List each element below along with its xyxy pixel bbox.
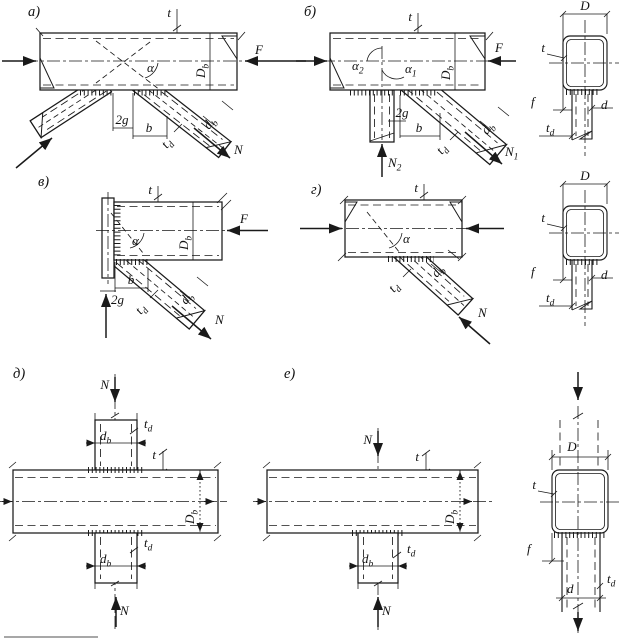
dim-2g-label: 2g — [396, 105, 410, 120]
dim-t-label: t — [148, 182, 152, 197]
angle-alpha-label: α — [132, 233, 140, 248]
dim-td-label: td — [158, 135, 178, 153]
force-N-arrow — [458, 316, 491, 345]
angle-alpha1-label: α1 — [405, 61, 417, 80]
dim-t-label: t — [414, 180, 418, 195]
dim-t-label: t — [541, 40, 545, 55]
section-chord-outline — [551, 469, 609, 534]
dim-t-label: t — [152, 447, 156, 462]
force-F-label: F — [494, 40, 504, 55]
panel-d-bottom-member — [94, 532, 138, 589]
force-N-label: N — [99, 377, 110, 392]
panel-g-y-joint: г) α N t td — [300, 180, 504, 345]
panel-a-label: а) — [28, 4, 40, 20]
panel-a-chord — [39, 32, 238, 91]
dim-td-label: td — [144, 416, 153, 435]
dim-D-label: D — [579, 0, 590, 13]
panel-b-chord — [329, 32, 486, 91]
panel-e-label: е) — [284, 366, 295, 382]
force-F-label: F — [239, 211, 249, 226]
panel-b-label: б) — [304, 4, 316, 20]
section-bottom: D t f d td — [527, 372, 620, 633]
dim-d-label: d — [601, 267, 608, 282]
dim-f-label: f — [527, 541, 533, 556]
dim-Db-label: Db — [193, 64, 212, 79]
force-N-label: N — [362, 432, 373, 447]
dim-Db-label: Db — [442, 510, 461, 525]
force-N-label: N — [214, 312, 225, 327]
dim-Db-label: Db — [438, 66, 457, 81]
angle-alpha2-label: α2 — [352, 58, 364, 77]
force-N-label: N — [477, 305, 488, 320]
force-N2-label: N2 — [387, 155, 402, 174]
panel-a-k-joint: а) α — [2, 4, 308, 169]
dim-b-label: b — [416, 120, 423, 135]
dim-td-label: td — [385, 279, 405, 297]
panel-e-bottom-member — [357, 532, 399, 589]
dim-t-label: t — [541, 210, 545, 225]
dim-db-label: db — [100, 428, 112, 447]
dim-b-label: b — [128, 272, 135, 287]
force-F-label: F — [254, 42, 264, 57]
dim-D-label: D — [566, 439, 577, 454]
dim-f-label: f — [531, 94, 537, 109]
dim-td-label: td — [407, 541, 416, 560]
panel-v-end-joint: в) α F N t — [38, 174, 268, 340]
dim-Db-label: Db — [182, 510, 201, 525]
panel-v-chord — [113, 201, 223, 261]
angle-alpha-label: α — [147, 60, 155, 75]
force-N-label: N — [233, 142, 244, 157]
force-N-label: N — [381, 603, 392, 618]
force-N-arrow — [171, 305, 212, 340]
panel-e-t-joint: е) N t Db — [253, 366, 492, 630]
dim-td-label: td — [144, 535, 153, 554]
panel-d-x-joint: д) N db td t — [0, 366, 227, 630]
angle-alpha-label: α — [403, 231, 411, 246]
dim-t-label: t — [408, 9, 412, 24]
panel-g-label: г) — [311, 182, 322, 198]
dim-D-label: D — [579, 168, 590, 183]
dim-f-label: f — [531, 264, 537, 279]
panel-d-label: д) — [13, 366, 25, 382]
dim-t-label: t — [415, 449, 419, 464]
dim-d-label: d — [601, 97, 608, 112]
section-middle: D t f d td — [531, 168, 619, 326]
dim-td-label: td — [132, 301, 152, 319]
dim-td-label: td — [433, 141, 453, 159]
dim-2g-label: 2g — [111, 292, 125, 307]
panel-a-left-weld — [39, 57, 55, 89]
dim-t-label: t — [167, 5, 171, 20]
force-N-arrow — [193, 127, 231, 159]
dim-t-label: t — [532, 477, 536, 492]
dim-Db-label: Db — [176, 236, 195, 251]
dim-td-label: td — [546, 120, 555, 139]
dim-td-label: td — [607, 571, 616, 590]
force-N-label: N — [119, 603, 130, 618]
section-top: D t f d td — [531, 0, 619, 156]
panel-a-right-weld — [221, 35, 238, 61]
dim-2g-label: 2g — [116, 112, 130, 127]
panel-v-label: в) — [38, 174, 49, 190]
dim-b-label: b — [146, 120, 153, 135]
panel-b-n-joint: б) α2 α1 — [296, 4, 518, 177]
dim-db-label: db — [362, 551, 374, 570]
force-N1-label: N1 — [504, 144, 518, 163]
dim-db-label: db — [100, 551, 112, 570]
force-N1-arrow — [464, 131, 503, 165]
dim-td-label: td — [546, 290, 555, 309]
brace-force-arrow — [15, 137, 53, 169]
dim-d-label: d — [567, 581, 574, 596]
